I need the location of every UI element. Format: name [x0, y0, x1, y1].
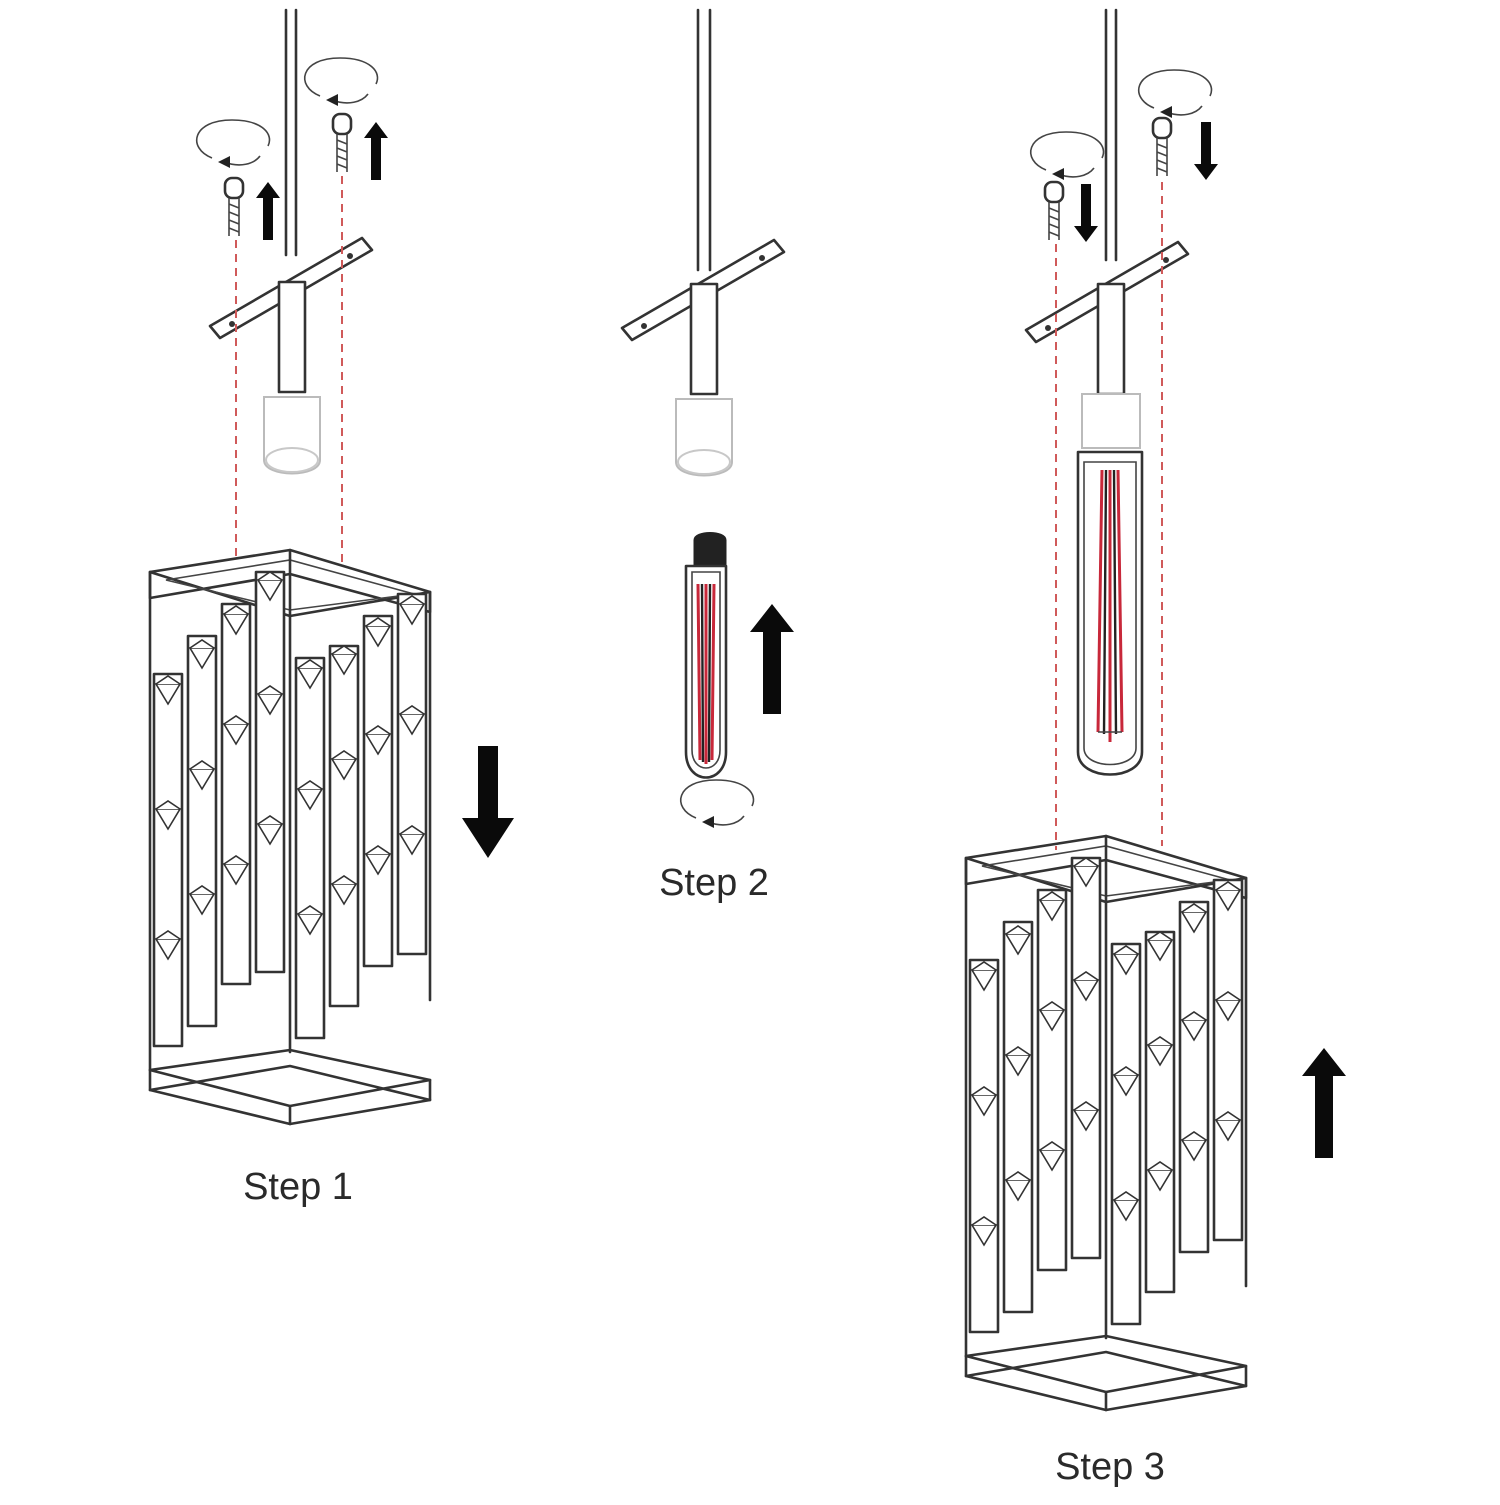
step-2-group — [620, 8, 794, 829]
screw-icon — [1043, 180, 1065, 242]
rotate-icon — [303, 57, 379, 107]
arrow-up-icon — [750, 604, 794, 714]
arrow-down-icon — [462, 746, 514, 858]
rotate-icon — [195, 119, 271, 169]
rotate-icon — [1029, 131, 1105, 181]
arrow-down-icon — [1074, 184, 1098, 242]
screw-icon — [223, 176, 245, 238]
step-3-label: Step 3 — [1055, 1446, 1165, 1488]
light-bulb — [1076, 450, 1144, 776]
screw-icon — [331, 112, 353, 174]
step-2-label: Step 2 — [659, 862, 769, 904]
arrow-up-icon — [364, 122, 388, 180]
crystal-cage — [966, 836, 1246, 1410]
rotate-icon — [1137, 69, 1213, 119]
arrow-up-icon — [256, 182, 280, 240]
light-bulb — [684, 532, 728, 779]
step-1-group — [150, 8, 514, 1124]
step-3-group — [966, 8, 1346, 1410]
arrow-down-icon — [1194, 122, 1218, 180]
lamp-socket — [1081, 282, 1141, 449]
arrow-up-icon — [1302, 1048, 1346, 1158]
lamp-socket — [262, 280, 322, 475]
step-1-label: Step 1 — [243, 1166, 353, 1208]
screw-icon — [1151, 116, 1173, 178]
rotate-icon — [679, 779, 755, 829]
lamp-socket — [674, 282, 734, 477]
crystal-cage — [150, 550, 430, 1124]
